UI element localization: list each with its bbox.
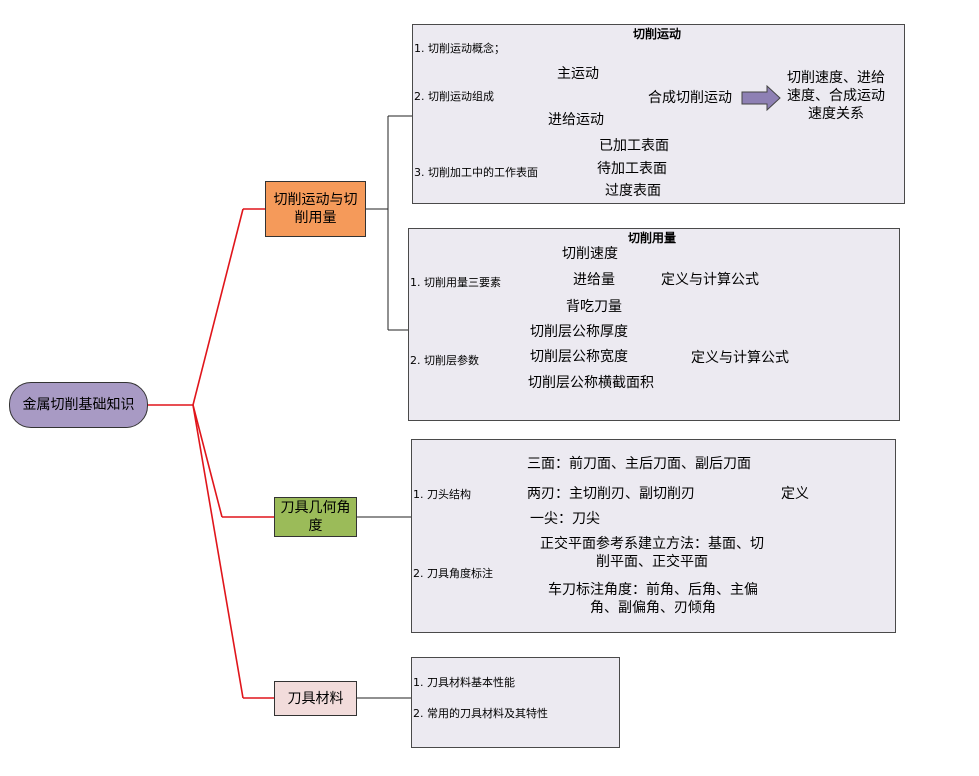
three-elements-item: 1. 切削用量三要素 xyxy=(410,276,501,289)
work-surfaces-item: 3. 切削加工中的工作表面 xyxy=(414,166,538,179)
right-arrow-icon xyxy=(741,85,781,111)
definition-node: 定义与计算公式 xyxy=(661,272,759,288)
combined-motion-node: 合成切削运动 xyxy=(648,90,732,106)
branch-label: 刀具材料 xyxy=(287,690,344,707)
motion-concept-item: 1. 切削运动概念； xyxy=(414,42,505,55)
tool-tip-node: 一尖：刀尖 xyxy=(530,511,600,527)
layer-params-item: 2. 切削层参数 xyxy=(410,354,479,367)
tool-angles-node: 车刀标注角度：前角、后角、主偏角、副偏角、刃倾角 xyxy=(548,582,758,616)
feed-motion-node: 进给运动 xyxy=(548,112,604,128)
root-connectors xyxy=(148,208,274,699)
panel-title: 切削运动 xyxy=(633,27,682,41)
panel-cutting-amount xyxy=(408,228,900,421)
element-node: 背吃刀量 xyxy=(566,299,622,315)
element-node: 进给量 xyxy=(573,272,615,288)
common-materials-item: 2. 常用的刀具材料及其特性 xyxy=(413,707,548,720)
element-node: 切削速度 xyxy=(562,246,618,262)
root-node[interactable]: 金属切削基础知识 xyxy=(9,382,148,428)
panel-tool-material xyxy=(411,657,620,748)
definition-node: 定义与计算公式 xyxy=(691,350,789,366)
main-motion-node: 主运动 xyxy=(557,66,599,82)
branch-label: 刀具几何角度 xyxy=(280,500,351,534)
branch-node-tool-geometry[interactable]: 刀具几何角度 xyxy=(274,497,357,537)
three-faces-node: 三面：前刀面、主后刀面、副后刀面 xyxy=(527,456,751,472)
reference-plane-node: 正交平面参考系建立方法：基面、切削平面、正交平面 xyxy=(540,536,764,570)
branch-node-tool-material[interactable]: 刀具材料 xyxy=(274,681,357,716)
two-edges-node: 两刃：主切削刃、副切削刃 xyxy=(527,486,695,502)
param-node: 切削层公称厚度 xyxy=(530,324,628,340)
branch-label: 切削运动与切削用量 xyxy=(273,192,358,226)
panel-title: 切削用量 xyxy=(628,231,677,245)
speed-relation-node: 切削速度、进给速度、合成运动速度关系 xyxy=(787,70,885,122)
material-properties-item: 1. 刀具材料基本性能 xyxy=(413,676,515,689)
tool-head-item: 1. 刀头结构 xyxy=(413,488,471,501)
param-node: 切削层公称宽度 xyxy=(530,349,628,365)
surface-node: 待加工表面 xyxy=(597,161,667,177)
surface-node: 过度表面 xyxy=(605,183,661,199)
branch-node-cutting-motion-and-amount[interactable]: 切削运动与切削用量 xyxy=(265,181,366,237)
panel-tool-geometry xyxy=(411,439,896,633)
param-node: 切削层公称横截面积 xyxy=(528,375,654,391)
motion-composition-item: 2. 切削运动组成 xyxy=(414,90,494,103)
panel-cutting-motion xyxy=(412,24,905,204)
root-label: 金属切削基础知识 xyxy=(22,397,135,413)
angle-annotation-item: 2. 刀具角度标注 xyxy=(413,567,493,580)
surface-node: 已加工表面 xyxy=(599,138,669,154)
definition-node: 定义 xyxy=(781,486,809,502)
